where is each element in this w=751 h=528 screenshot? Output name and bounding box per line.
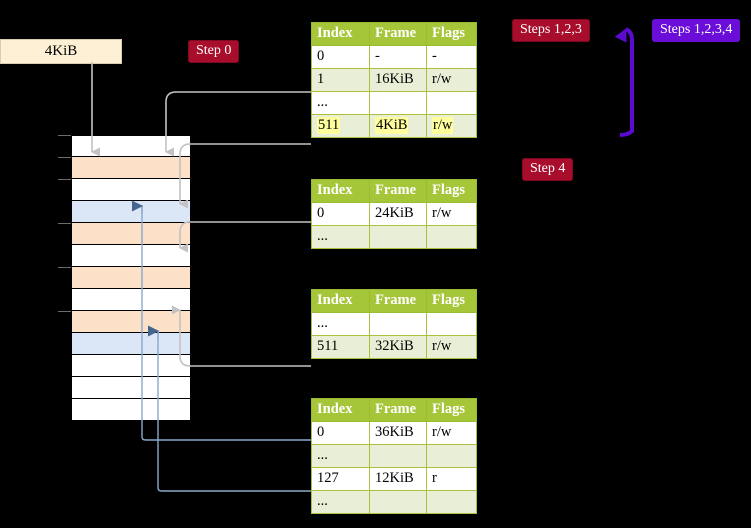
table-cell: [426, 312, 477, 336]
memory-row-tick: [58, 157, 71, 158]
column-header-frame: Frame: [369, 22, 427, 46]
memory-frame-row: [71, 135, 191, 157]
table-cell: ...: [311, 312, 370, 336]
memory-frame-row: [71, 201, 191, 223]
table-cell: ...: [311, 444, 370, 468]
table-cell: [369, 312, 427, 336]
memory-frame-row: [71, 223, 191, 245]
column-header-flags: Flags: [426, 398, 477, 422]
memory-frame-row: [71, 399, 191, 421]
frame-size-label: 4KiB: [44, 43, 78, 59]
table-cell: [426, 225, 477, 249]
column-header-frame: Frame: [369, 179, 427, 203]
table-cell: 0: [311, 45, 370, 69]
column-header-frame: Frame: [369, 398, 427, 422]
table-cell: [369, 225, 427, 249]
table-cell: -: [426, 45, 477, 69]
table-cell: 127: [311, 467, 370, 491]
memory-frame-row: [71, 157, 191, 179]
column-header-flags: Flags: [426, 289, 477, 313]
memory-row-tick: [58, 267, 71, 268]
table-cell: [426, 444, 477, 468]
column-header-frame: Frame: [369, 289, 427, 313]
table-row: ...: [311, 312, 477, 336]
column-header-index: Index: [311, 22, 370, 46]
badge-step-0: Step 0: [188, 40, 240, 63]
table-cell: r/w: [426, 68, 477, 92]
highlighted-value: 511: [317, 117, 341, 134]
frame-size-box: 4KiB: [0, 39, 122, 64]
table-cell: 1: [311, 68, 370, 92]
table-cell: 36KiB: [369, 421, 427, 445]
table-cell: [426, 91, 477, 115]
highlighted-value: r/w: [432, 117, 454, 134]
table-row: ...: [311, 444, 477, 468]
memory-row-tick: [58, 223, 71, 224]
badge-steps-1234: Steps 1,2,3,4: [652, 19, 741, 42]
table-cell: -: [369, 45, 427, 69]
table-cell: ...: [311, 91, 370, 115]
table-cell: [369, 490, 427, 514]
memory-frame-row: [71, 355, 191, 377]
memory-frame-row: [71, 245, 191, 267]
highlighted-value: 4KiB: [375, 117, 409, 134]
memory-frame-row: [71, 267, 191, 289]
table-cell: r/w: [426, 114, 477, 138]
table-cell: 24KiB: [369, 202, 427, 226]
table-cell: r/w: [426, 202, 477, 226]
wire-t3r511-to-grid: [172, 305, 311, 367]
table-cell: r: [426, 467, 477, 491]
table-cell: 16KiB: [369, 68, 427, 92]
table-cell: [369, 444, 427, 468]
table-cell: 32KiB: [369, 335, 427, 359]
memory-row-tick: [58, 311, 71, 312]
table-cell: 12KiB: [369, 467, 427, 491]
memory-frame-row: [71, 289, 191, 311]
memory-row-tick: [58, 135, 71, 136]
table-cell: ...: [311, 225, 370, 249]
memory-frame-row: [71, 179, 191, 201]
memory-frame-row: [71, 333, 191, 355]
badge-step-4: Step 4: [522, 158, 574, 181]
table-cell: r/w: [426, 335, 477, 359]
badge-steps-123: Steps 1,2,3: [512, 19, 590, 42]
table-cell: 511: [311, 335, 370, 359]
table-cell: 0: [311, 202, 370, 226]
table-cell: 4KiB: [369, 114, 427, 138]
table-cell: [369, 91, 427, 115]
table-cell: 511: [311, 114, 370, 138]
column-header-flags: Flags: [426, 179, 477, 203]
wire-steps-bracket: [614, 27, 634, 137]
table-cell: [426, 490, 477, 514]
column-header-index: Index: [311, 289, 370, 313]
table-row: ...: [311, 91, 477, 115]
table-cell: r/w: [426, 421, 477, 445]
table-row: ...: [311, 490, 477, 514]
table-row: 0--: [311, 45, 477, 69]
table-row: 511 4KiB r/w: [311, 114, 477, 138]
memory-row-tick: [58, 179, 71, 180]
table-cell: ...: [311, 490, 370, 514]
table-row: ...: [311, 225, 477, 249]
wire-t2r0-to-grid: [179, 221, 311, 253]
column-header-index: Index: [311, 398, 370, 422]
wire-t1r511-to-grid: [179, 143, 311, 209]
table-cell: 0: [311, 421, 370, 445]
column-header-index: Index: [311, 179, 370, 203]
memory-frame-row: [71, 377, 191, 399]
memory-frame-row: [71, 311, 191, 333]
column-header-flags: Flags: [426, 22, 477, 46]
